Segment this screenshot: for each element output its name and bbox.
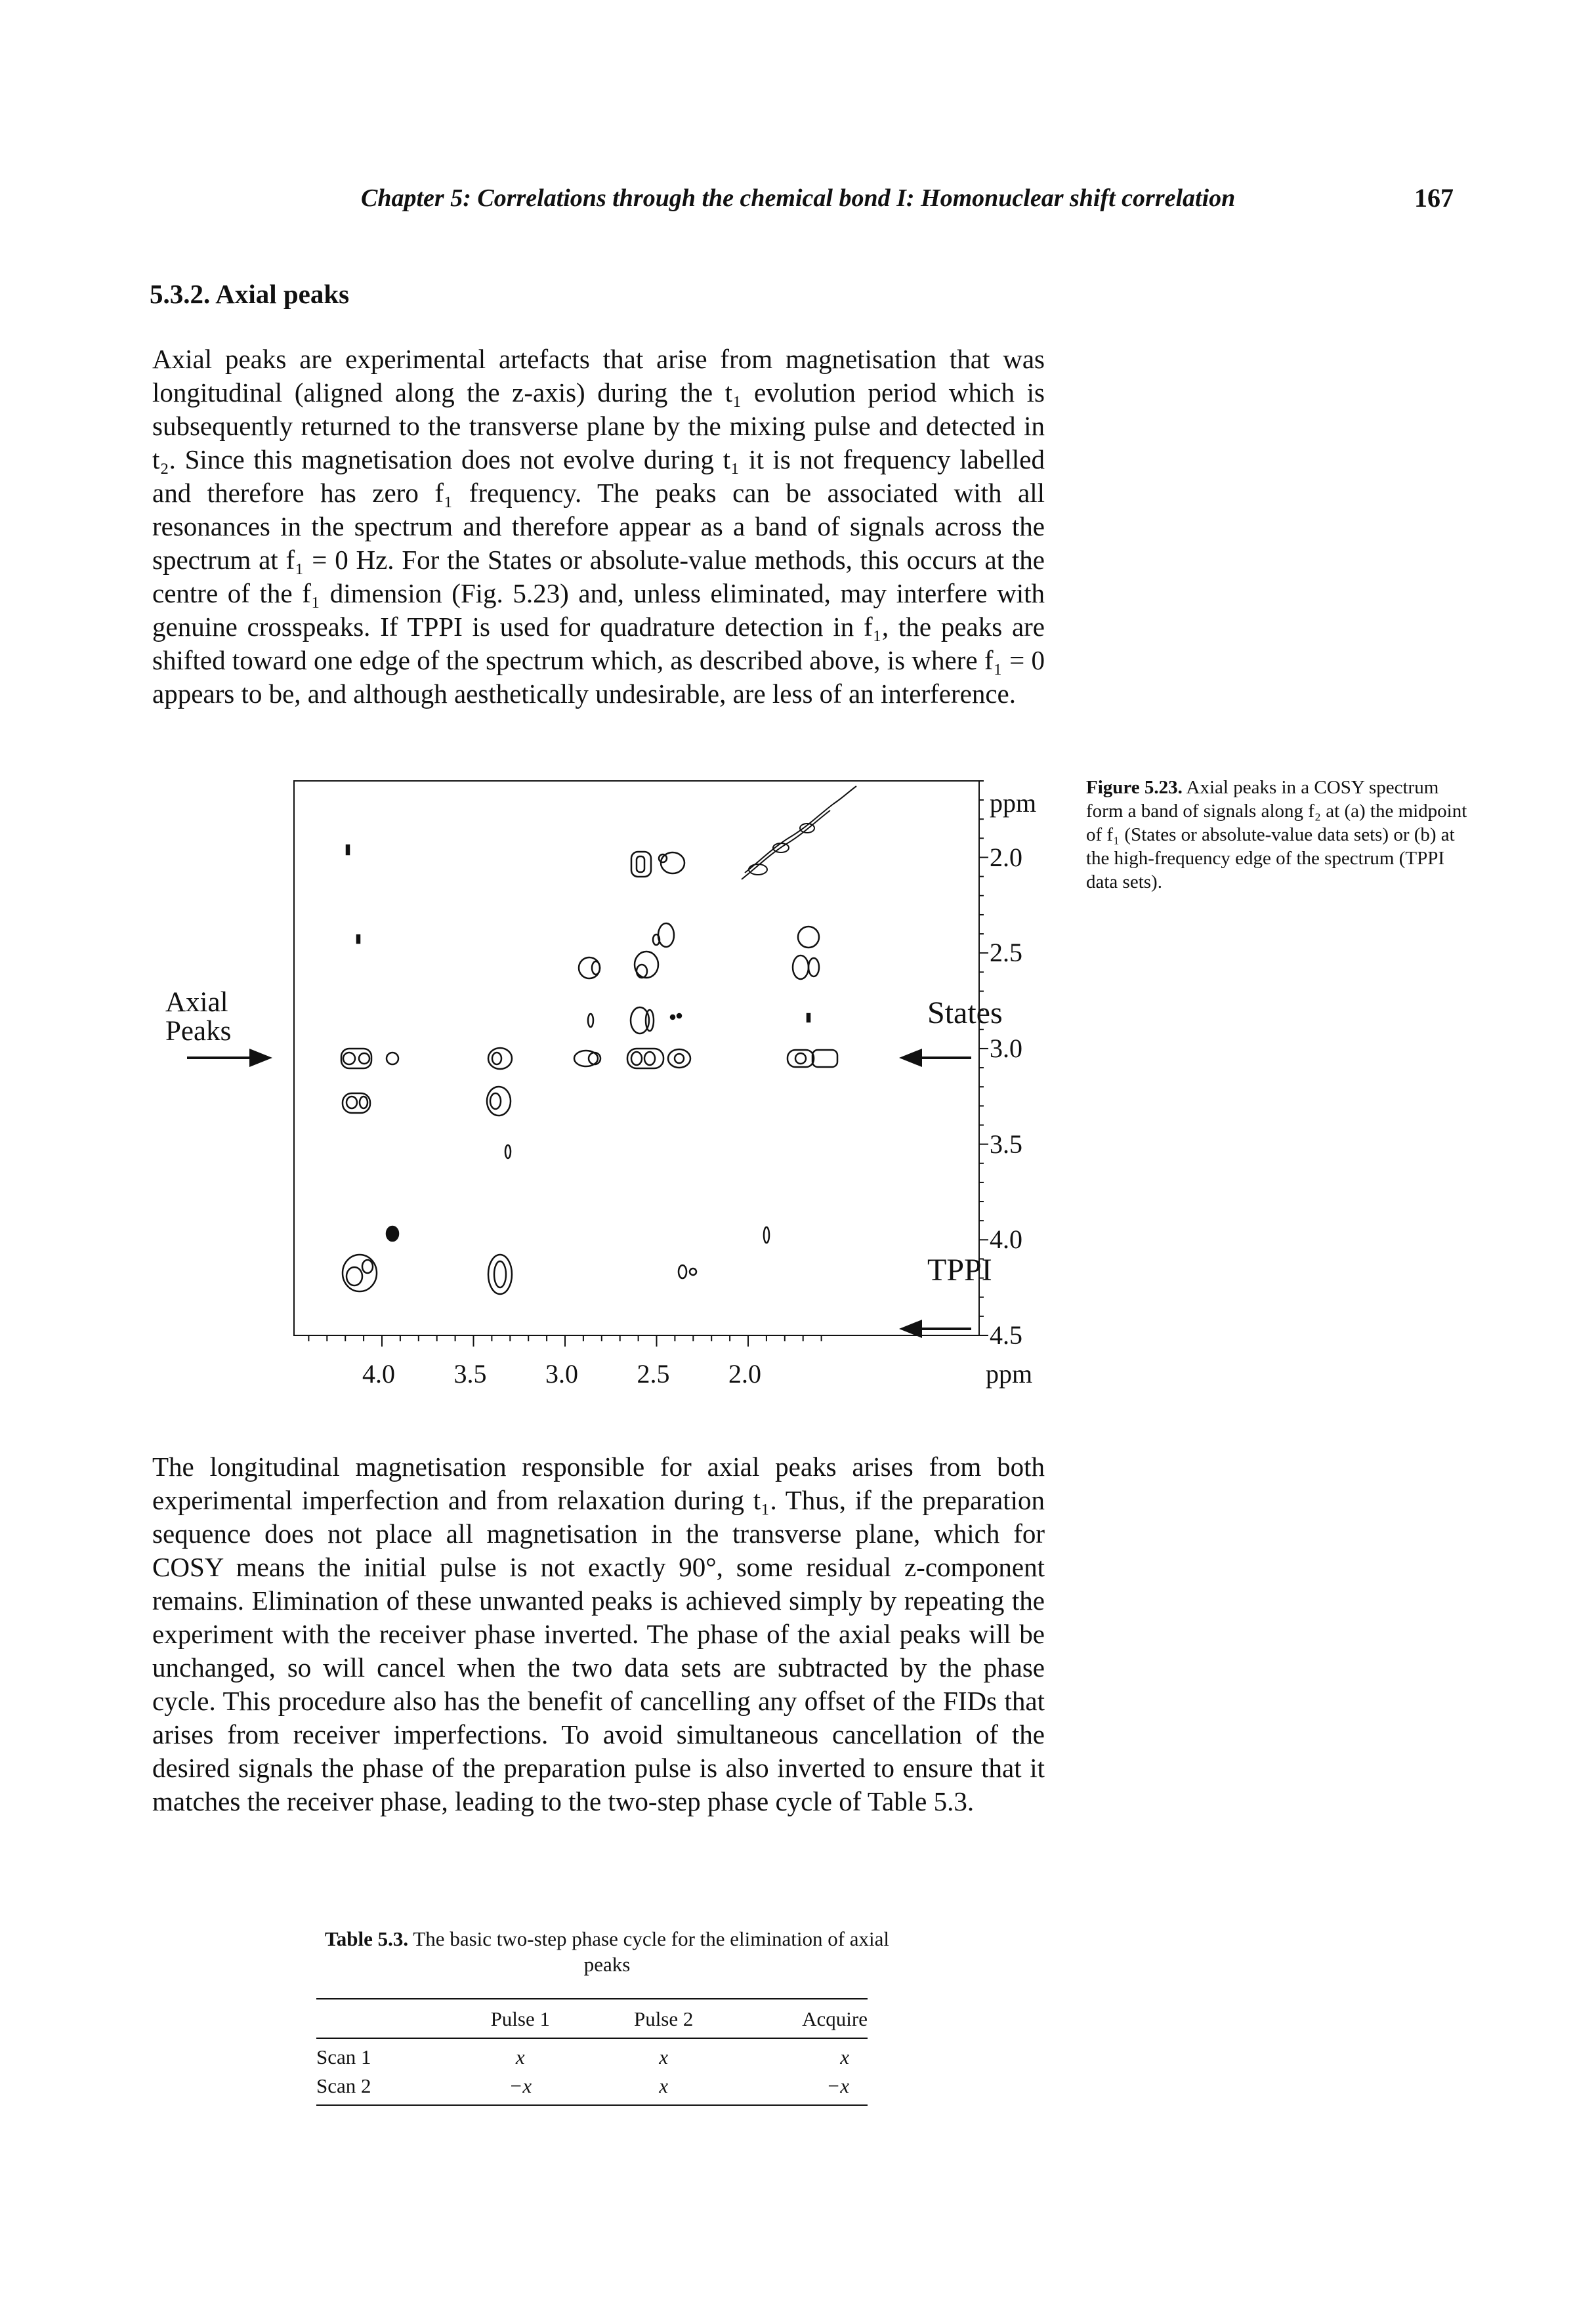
table-cell: Scan 2 (316, 2072, 449, 2106)
figure-caption-text: Axial peaks in a COSY spectrum form a ba… (1086, 777, 1467, 892)
table-header-cell: Acquire (735, 1998, 868, 2039)
y-tick-label: 4.5 (990, 1320, 1022, 1350)
x-axis-unit: ppm (986, 1359, 1033, 1389)
table-cell: −x (735, 2072, 868, 2106)
axial-peaks-label: Axial Peaks (165, 988, 231, 1046)
table-caption-label: Table 5.3. (324, 1927, 409, 1950)
y-axis-ticks (979, 780, 988, 1336)
figure-caption: Figure 5.23. Axial peaks in a COSY spect… (1086, 776, 1473, 894)
x-axis-ticks (308, 1335, 822, 1347)
table-row: Scan 1 x x x (316, 2038, 868, 2072)
x-tick-label: 2.0 (728, 1359, 761, 1389)
states-arrow (899, 1049, 971, 1067)
x-tick-label: 2.5 (637, 1359, 670, 1389)
states-label: States (927, 995, 1003, 1030)
axial-peaks-arrow (187, 1049, 272, 1067)
tppi-arrow (899, 1320, 971, 1338)
x-tick-label: 3.0 (545, 1359, 578, 1389)
table-cell: x (515, 2045, 525, 2068)
table-cell: x (659, 2045, 669, 2068)
figure-5-23: Axial Peaks States TPPI ppm ppm 2.0 2.5 3.… (151, 774, 1036, 1391)
axial-label-line1: Axial (165, 987, 228, 1018)
axial-label-line2: Peaks (165, 1016, 232, 1047)
body-paragraph-1: Axial peaks are experimental artefacts t… (152, 344, 1045, 709)
table-cell: Scan 1 (316, 2045, 371, 2068)
table-header-cell: Pulse 1 (448, 1998, 592, 2039)
table-cell: x (591, 2072, 736, 2106)
diagonal-peaks (741, 785, 857, 880)
x-tick-label: 3.5 (453, 1359, 487, 1389)
running-header: Chapter 5: Correlations through the chem… (361, 184, 1236, 212)
page-number: 167 (1414, 183, 1454, 213)
x-tick-label: 4.0 (362, 1359, 395, 1389)
figure-caption-label: Figure 5.23. (1086, 777, 1183, 798)
contour-peaks (340, 844, 839, 1295)
y-tick-label: 2.5 (990, 938, 1022, 968)
y-tick-label: 3.5 (990, 1129, 1022, 1159)
cosy-spectrum-plot (187, 780, 988, 1347)
section-heading: 5.3.2. Axial peaks (150, 279, 350, 309)
table-cell: x (840, 2045, 849, 2068)
table-caption: Table 5.3. The basic two-step phase cycl… (318, 1926, 896, 1977)
table-header-cell: Pulse 2 (591, 1998, 736, 2039)
body-paragraph-2: The longitudinal magnetisation responsib… (152, 1452, 1045, 1816)
y-tick-label: 3.0 (990, 1033, 1022, 1063)
table-row: Scan 2 −x x −x (316, 2072, 868, 2106)
phase-cycle-table: Pulse 1 Pulse 2 Acquire Scan 1 x x x Sca… (316, 1998, 868, 2106)
table-header-row: Pulse 1 Pulse 2 Acquire (316, 1998, 868, 2039)
y-tick-label: 2.0 (990, 842, 1022, 872)
y-tick-label: 4.0 (990, 1224, 1022, 1255)
tppi-label: TPPI (927, 1253, 992, 1287)
table-header-cell (316, 1998, 449, 2039)
y-axis-unit: ppm (990, 788, 1037, 818)
table-cell: −x (448, 2072, 592, 2106)
table-caption-text: The basic two-step phase cycle for the e… (413, 1927, 890, 1976)
